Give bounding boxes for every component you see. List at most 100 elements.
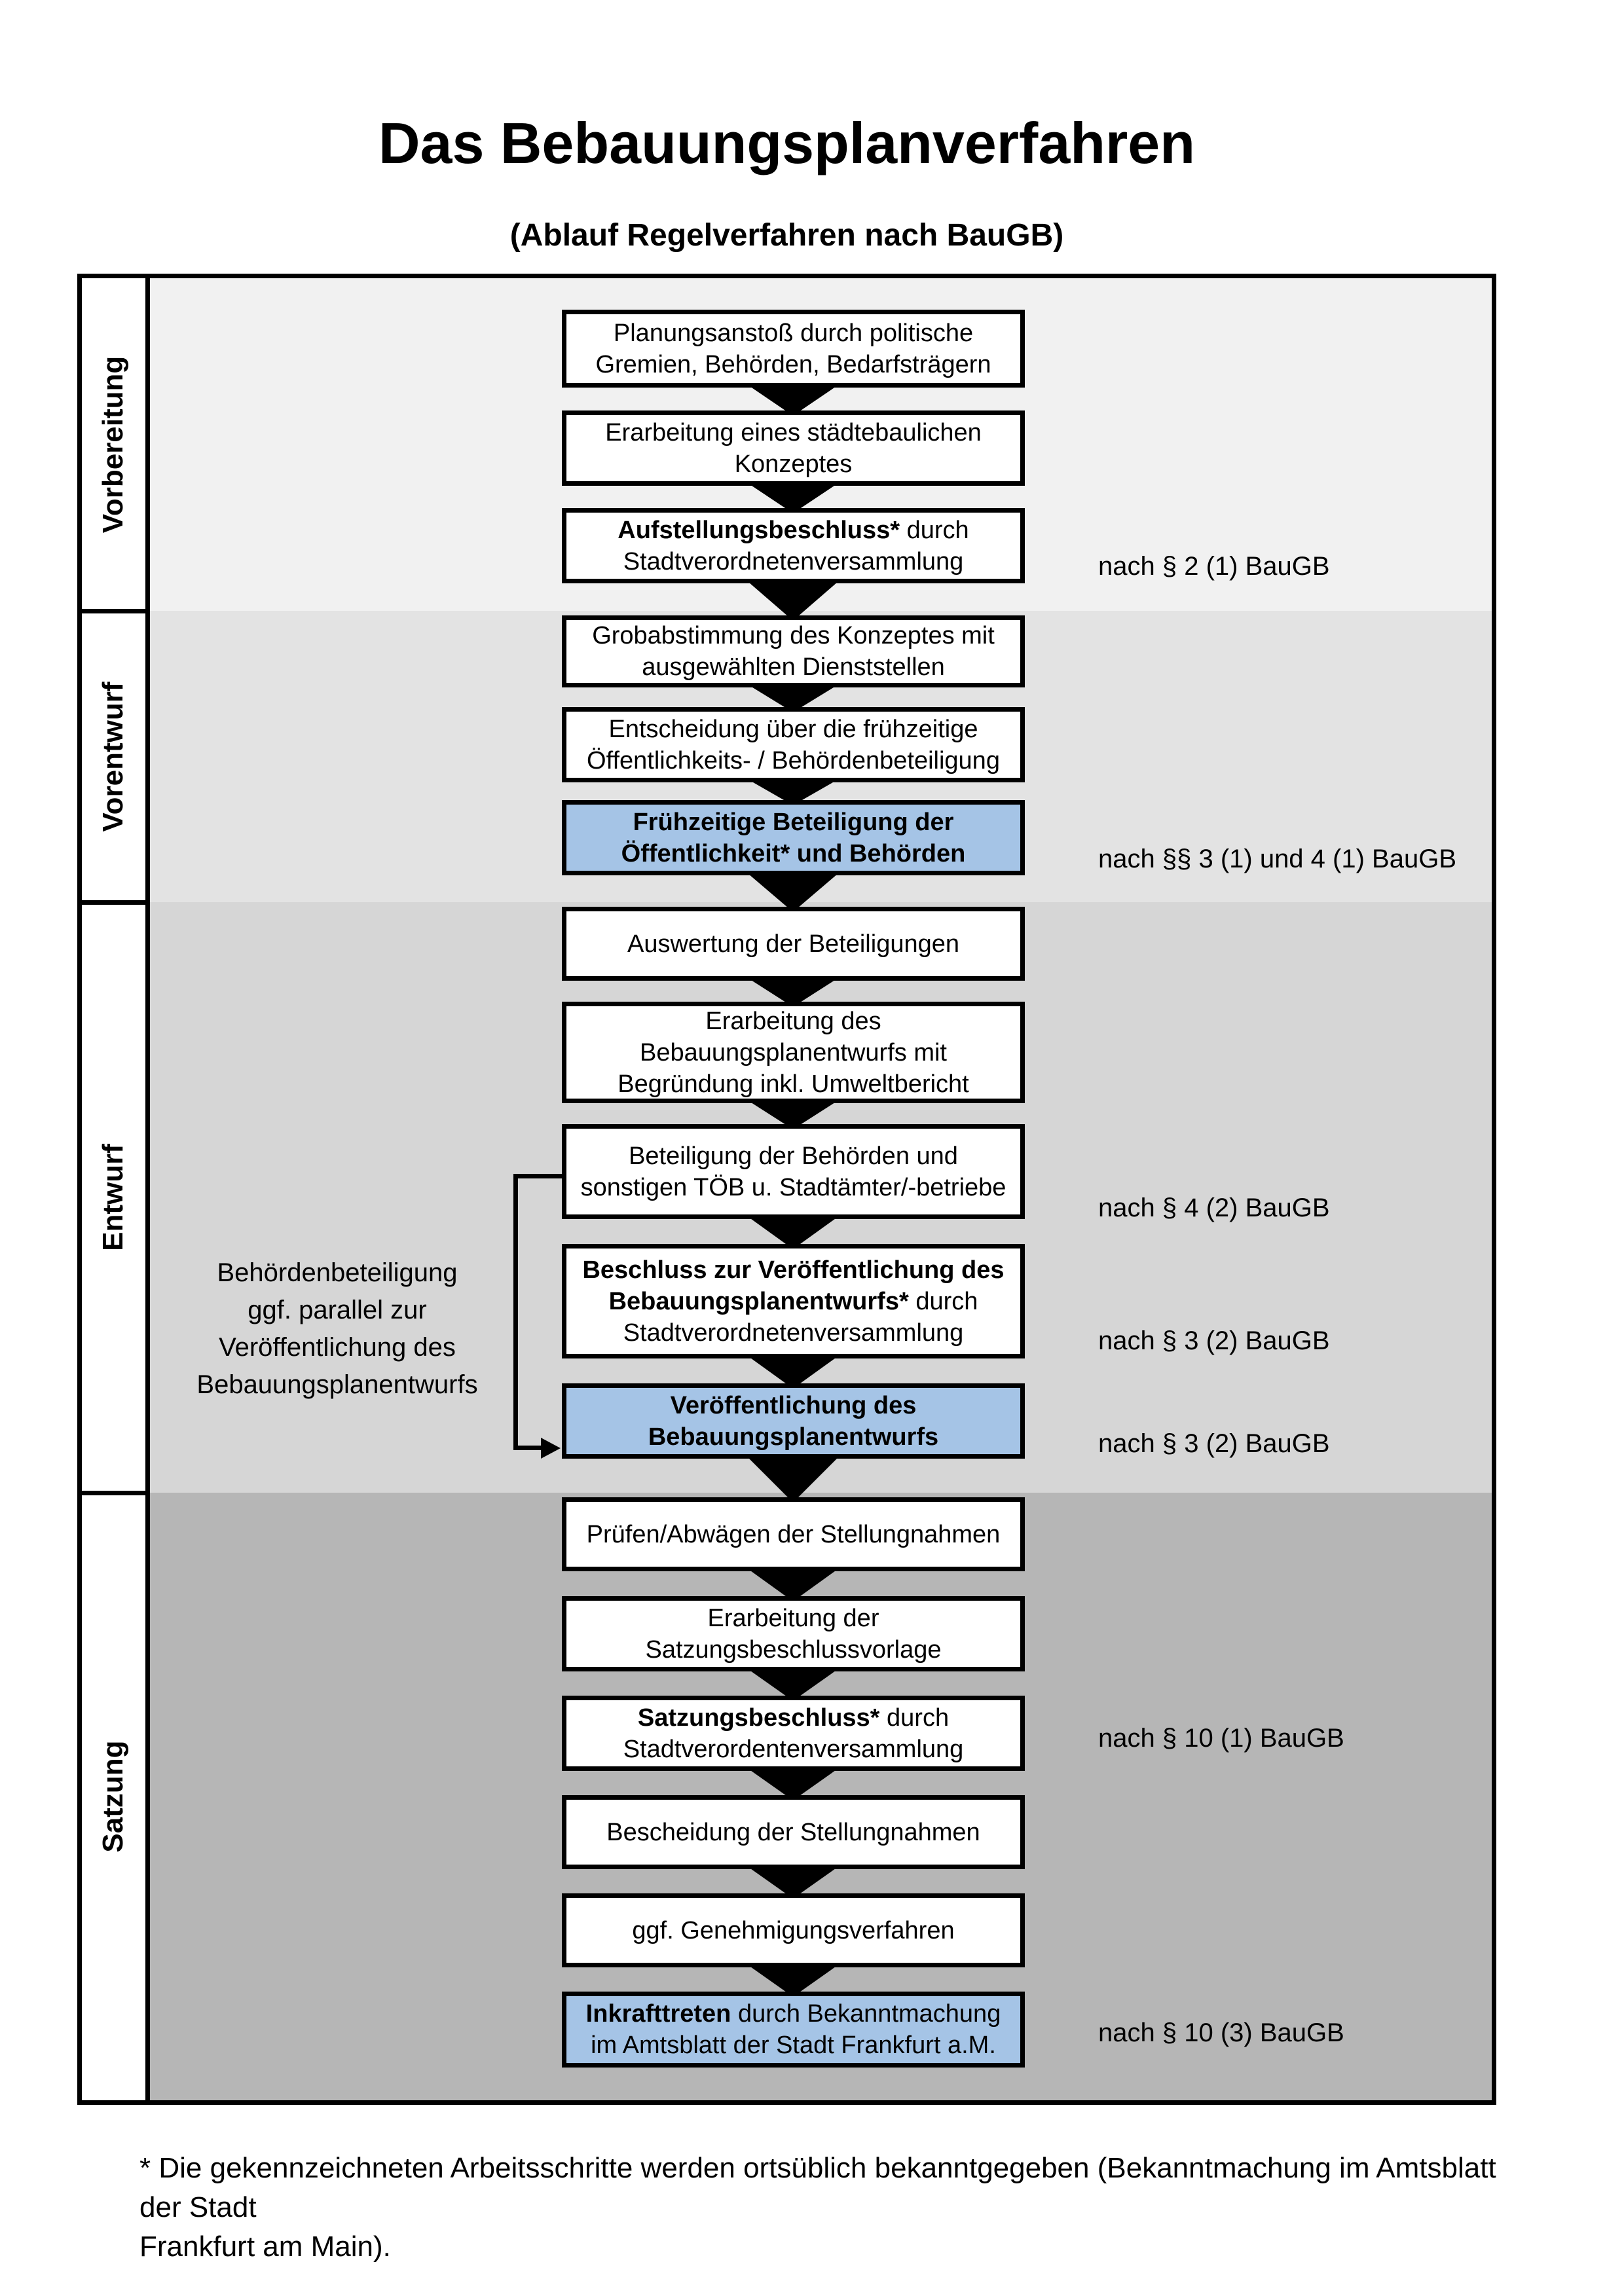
flow-step-text-line: Grobabstimmung des Konzeptes mit: [592, 620, 995, 651]
flow-step-text-segment: Gremien, Behörden, Bedarfsträgern: [595, 350, 991, 378]
phase-divider: [77, 900, 150, 905]
flow-step-text-line: Satzungsbeschluss* durch: [638, 1702, 949, 1734]
flow-step-text-segment: Stadtverordnetenversammlung: [623, 1319, 964, 1347]
down-arrow-icon: [744, 1962, 842, 1997]
flow-step-text-segment: Erarbeitung des: [705, 1007, 881, 1035]
phase-label-vorentwurf: Vorentwurf: [97, 682, 129, 831]
bent-connector-arrowhead-icon: [541, 1438, 561, 1459]
down-arrow-icon: [744, 1566, 842, 1601]
flow-step-text-line: ggf. Genehmigungsverfahren: [632, 1915, 954, 1946]
down-arrow-icon: [744, 1353, 842, 1389]
down-arrow-icon: [744, 1766, 842, 1800]
flow-step-text-line: Entscheidung über die frühzeitige: [608, 714, 978, 745]
flow-step-12: Prüfen/Abwägen der Stellungnahmen: [562, 1497, 1025, 1571]
flow-step-text-line: Stadtverordentenversammlung: [623, 1734, 964, 1765]
flow-step-text-segment: Bescheidung der Stellungnahmen: [606, 1818, 980, 1846]
footnote: * Die gekennzeichneten Arbeitsschritte w…: [139, 2152, 1496, 2263]
bent-connector-bottom-segment: [513, 1446, 544, 1450]
down-arrow-icon: [744, 1864, 842, 1899]
flow-step-text-line: Veröffentlichung des: [671, 1390, 917, 1421]
phase-divider: [77, 609, 150, 613]
flow-step-text-line: Prüfen/Abwägen der Stellungnahmen: [587, 1519, 1001, 1550]
down-arrow-icon: [744, 382, 842, 416]
phase-column-divider: [145, 274, 150, 2105]
flow-step-text-line: Stadtverordnetenversammlung: [623, 546, 964, 577]
flow-step-text-line: Stadtverordnetenversammlung: [623, 1317, 964, 1349]
side-annotation-line: Behördenbeteiligung: [217, 1258, 458, 1287]
flow-step-text-line: Planungsanstoß durch politische: [614, 318, 973, 349]
flow-step-text-line: Öffentlichkeit* und Behörden: [621, 838, 966, 869]
flow-step-text-line: Erarbeitung eines städtebaulichen: [605, 417, 982, 448]
bent-connector-vertical-segment: [513, 1174, 518, 1450]
flow-step-text-line: Öffentlichkeits- / Behördenbeteiligung: [587, 745, 1000, 776]
flow-step-text-segment: Veröffentlichung des: [670, 1391, 917, 1419]
flow-step-text-line: Aufstellungsbeschluss* durch: [618, 515, 969, 546]
flow-step-text-segment: Satzungsbeschlussvorlage: [645, 1635, 942, 1664]
flow-step-text-segment: Erarbeitung eines städtebaulichen: [605, 418, 982, 446]
flow-step-text-segment: Stadtverordentenversammlung: [623, 1735, 964, 1763]
flow-step-text-segment: ggf. Genehmigungsverfahren: [632, 1916, 955, 1944]
flow-step-text-segment: Beschluss zur Veröffentlichung des: [582, 1256, 1005, 1284]
down-arrow-icon: [744, 481, 842, 513]
page-title: Das Bebauungsplanverfahren: [378, 111, 1195, 175]
flow-step-text-segment: Frühzeitige Beteiligung der: [633, 808, 954, 836]
flow-step-9: Beteiligung der Behörden und sonstigen TÖ…: [562, 1124, 1025, 1219]
flow-step-text-segment: Auswertung der Beteiligungen: [627, 930, 959, 958]
flow-step-text-segment: Erarbeitung der: [707, 1604, 879, 1632]
side-annotation-line: Veröffentlichung des: [219, 1333, 456, 1362]
flow-step-text-segment: durch Bekanntmachung: [731, 2000, 1001, 2028]
flow-step-text-line: im Amtsblatt der Stadt Frankfurt a.M.: [591, 2030, 996, 2061]
legal-reference: nach § 4 (2) BauGB: [1098, 1194, 1330, 1222]
down-arrow-icon: [744, 870, 842, 912]
flow-step-text-line: Bebauungsplanentwurfs* durch: [609, 1286, 978, 1317]
page-subtitle: (Ablauf Regelverfahren nach BauGB): [509, 218, 1064, 253]
flow-step-text-segment: Entscheidung über die frühzeitige: [608, 715, 978, 743]
flow-step-text-segment: Bebauungsplanentwurfs*: [608, 1287, 909, 1315]
flow-step-text-segment: Aufstellungsbeschluss*: [618, 516, 900, 544]
flow-step-text-segment: im Amtsblatt der Stadt Frankfurt a.M.: [591, 2032, 996, 2059]
flow-step-text-segment: Bebauungsplanentwurfs mit: [640, 1038, 947, 1066]
flow-step-text-line: Erarbeitung des: [705, 1006, 881, 1037]
flow-step-text-line: Bebauungsplanentwurfs mit: [640, 1037, 947, 1068]
flow-step-text-line: Bescheidung der Stellungnahmen: [606, 1817, 980, 1848]
flow-step-text-segment: durch: [879, 1704, 950, 1732]
flow-step-text-segment: ausgewählten Dienststellen: [642, 653, 945, 681]
flow-step-text-segment: Prüfen/Abwägen der Stellungnahmen: [586, 1520, 1001, 1548]
flow-step-15: Bescheidung der Stellungnahmen: [562, 1795, 1025, 1869]
phase-label-entwurf: Entwurf: [97, 1144, 129, 1251]
flow-step-text-segment: Begründung inkl. Umweltbericht: [618, 1070, 969, 1098]
flow-step-text-segment: Satzungsbeschluss*: [637, 1704, 880, 1732]
flow-step-text-line: Erarbeitung der: [708, 1603, 879, 1634]
flow-step-text-line: Beschluss zur Veröffentlichung des: [582, 1254, 1004, 1286]
flow-step-text-line: Konzeptes: [735, 448, 853, 480]
flow-step-text-segment: Bebauungsplanentwurfs: [648, 1423, 939, 1451]
flow-step-4: Grobabstimmung des Konzeptes mit ausgewäh…: [562, 615, 1025, 687]
bent-connector-top-segment: [513, 1174, 564, 1178]
legal-reference: nach § 10 (3) BauGB: [1098, 2018, 1344, 2047]
down-arrow-icon: [744, 1666, 842, 1701]
legal-reference: nach § 2 (1) BauGB: [1098, 552, 1330, 581]
flow-step-text-segment: Planungsanstoß durch politische: [613, 319, 974, 347]
flow-step-text-line: Beteiligung der Behörden und: [629, 1140, 958, 1172]
flow-step-text-segment: Inkrafttreten: [585, 2000, 731, 2028]
legal-reference: nach § 3 (2) BauGB: [1098, 1429, 1330, 1458]
side-annotation-line: ggf. parallel zur: [248, 1296, 427, 1324]
flow-step-text-segment: Stadtverordnetenversammlung: [623, 547, 964, 575]
down-arrow-icon: [744, 1453, 842, 1503]
flow-step-text-line: Frühzeitige Beteiligung der: [633, 807, 954, 838]
flow-step-text-segment: Grobabstimmung des Konzeptes mit: [592, 622, 995, 649]
down-arrow-icon: [744, 1214, 842, 1249]
flow-step-text-line: Gremien, Behörden, Bedarfsträgern: [595, 349, 991, 380]
flow-step-text-segment: Beteiligung der Behörden und: [629, 1142, 958, 1170]
flow-step-text-segment: sonstigen TÖB u. Stadtämter/-betriebe: [580, 1173, 1006, 1201]
